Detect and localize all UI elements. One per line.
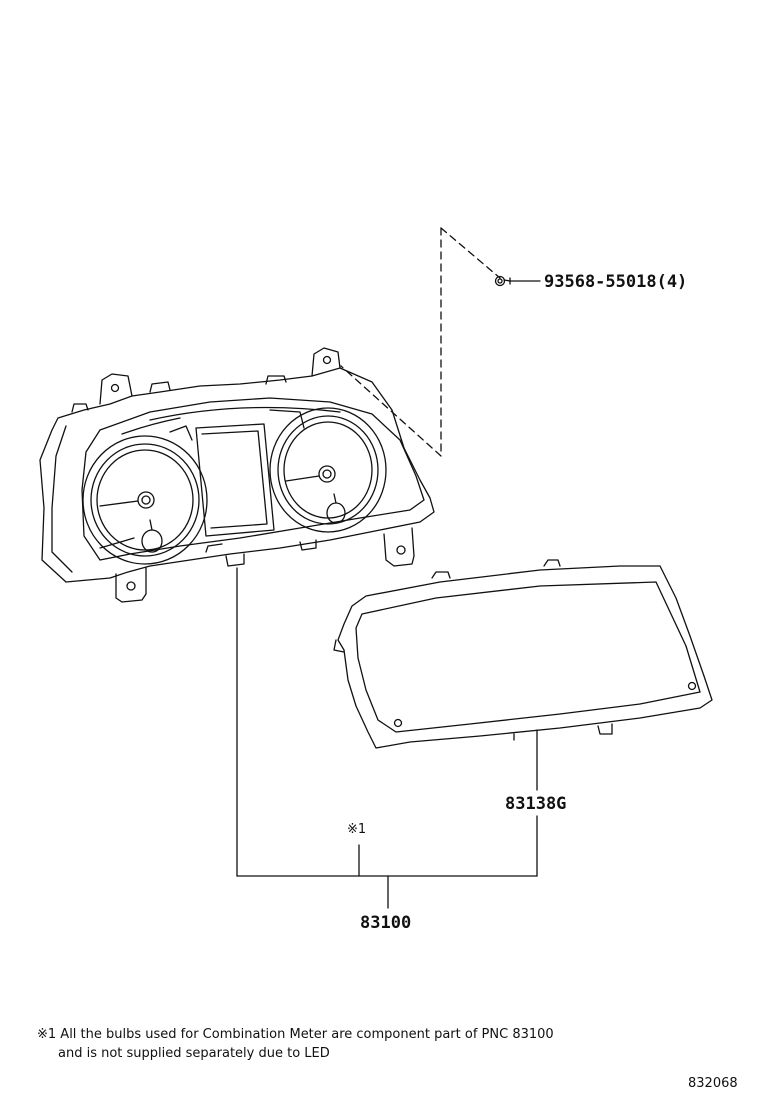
figure-number: 832068 [688, 1076, 738, 1091]
note-marker: ※1 [347, 822, 367, 837]
combination-meter [39, 347, 435, 603]
label-meter-part-number: 83100 [360, 913, 412, 933]
meter-lens [333, 559, 713, 749]
screw-dashed-guide [340, 227, 501, 457]
label-lens-part-number: 83138G [505, 794, 567, 814]
leader-lines [236, 567, 538, 909]
label-screw-part-number: 93568-55018(4) [544, 272, 688, 292]
screw-part [494, 275, 541, 287]
footnote-line-2: and is not supplied separately due to LE… [58, 1046, 330, 1061]
footnote-line-1: ※1 All the bulbs used for Combination Me… [37, 1027, 554, 1042]
